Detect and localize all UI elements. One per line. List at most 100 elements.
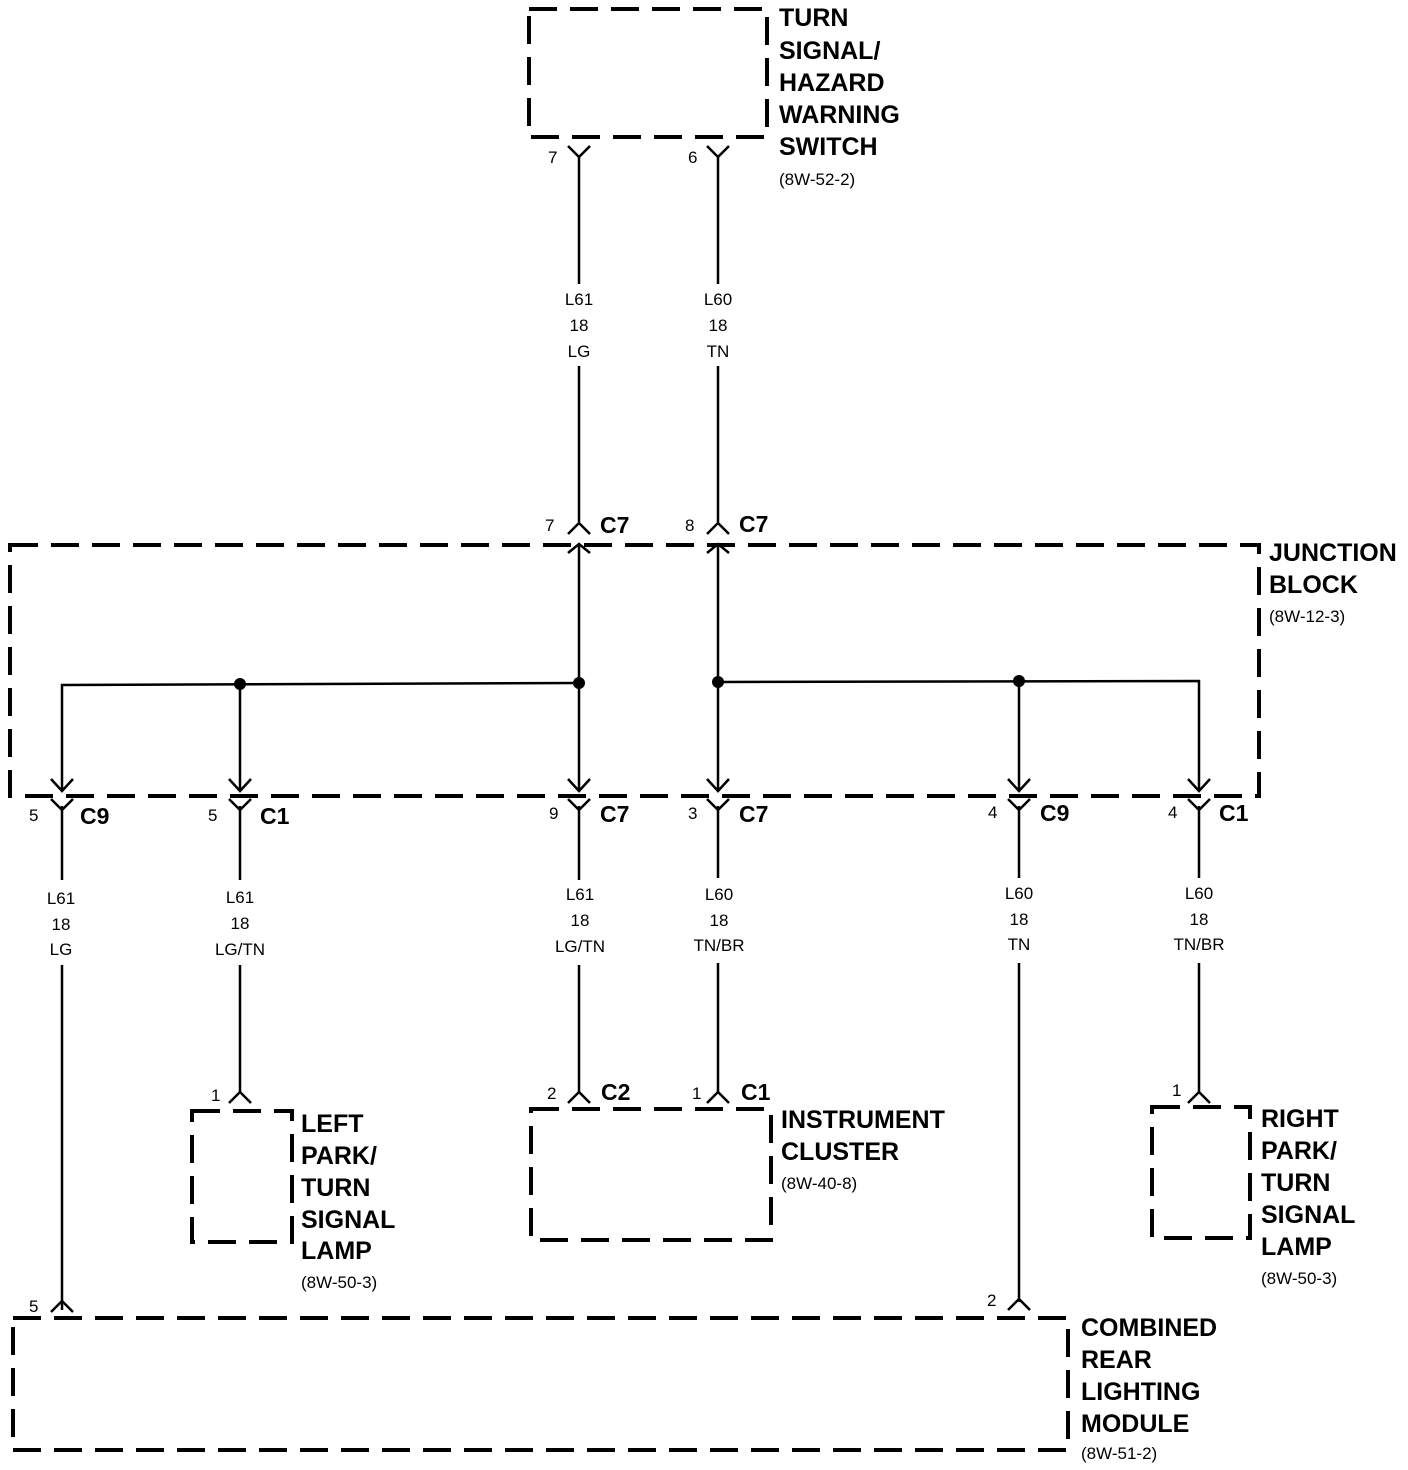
wire-color: TN/BR xyxy=(694,936,745,955)
splice-dot xyxy=(573,677,585,689)
title-line: SIGNAL xyxy=(1261,1201,1355,1229)
pin-number: 8 xyxy=(685,516,694,535)
right-lamp-title: RIGHT PARK/ TURN SIGNAL LAMP (8W-50-3) xyxy=(1261,1105,1355,1288)
wire-circuit: L60 xyxy=(705,885,733,904)
title-line: JUNCTION xyxy=(1269,539,1397,567)
component-ref: (8W-40-8) xyxy=(781,1174,857,1193)
connector-name: C7 xyxy=(739,511,768,537)
pin-number: 1 xyxy=(692,1084,701,1103)
connector-name: C9 xyxy=(80,803,109,829)
connector-name: C7 xyxy=(600,801,629,827)
connector-symbol xyxy=(706,145,730,159)
splice-dot xyxy=(712,676,724,688)
wires xyxy=(60,156,1201,1310)
title-line: SIGNAL/ xyxy=(779,37,880,65)
pin-number: 5 xyxy=(29,1297,38,1316)
wire-gauge: 18 xyxy=(571,911,590,930)
pin-number: 4 xyxy=(988,803,997,822)
pin-number: 7 xyxy=(545,516,554,535)
wire-circuit: L60 xyxy=(704,290,732,309)
connector-symbol xyxy=(567,542,591,554)
title-line: TURN xyxy=(301,1174,370,1202)
connector-labels: 7 6 7 C7 8 C7 5 C9 5 C1 9 C7 3 C7 4 C9 4… xyxy=(29,148,1249,1316)
pin-number: 4 xyxy=(1168,803,1177,822)
title-line: HAZARD xyxy=(779,69,885,97)
title-line: SIGNAL xyxy=(301,1206,395,1234)
wire-color: LG xyxy=(50,940,73,959)
pin-number: 3 xyxy=(688,804,697,823)
wire-circuit: L60 xyxy=(1185,884,1213,903)
wire-label-out3: L61 18 LG/TN xyxy=(555,885,605,956)
wire-label-out4: L60 18 TN/BR xyxy=(694,885,745,955)
wire-label-sw-l61: L61 18 LG xyxy=(565,290,593,361)
wire-label-out5: L60 18 TN xyxy=(1005,884,1033,954)
connector-symbol xyxy=(706,542,730,554)
wire-color: LG/TN xyxy=(215,940,265,959)
connector-name: C7 xyxy=(600,512,629,538)
title-line: CLUSTER xyxy=(781,1138,899,1166)
wire-gauge: 18 xyxy=(1190,910,1209,929)
wire-label-out6: L60 18 TN/BR xyxy=(1174,884,1225,954)
wire-gauge: 18 xyxy=(1010,910,1029,929)
title-line: MODULE xyxy=(1081,1410,1189,1438)
wire-color: LG xyxy=(568,342,591,361)
pin-number: 2 xyxy=(547,1084,556,1103)
wire-circuit: L61 xyxy=(47,889,75,908)
rear-lighting-module-box xyxy=(11,1316,1070,1452)
wire-gauge: 18 xyxy=(710,911,729,930)
wire-color: TN/BR xyxy=(1174,935,1225,954)
pin-number: 6 xyxy=(688,148,697,167)
pin-number: 5 xyxy=(29,806,38,825)
splices xyxy=(234,675,1025,690)
wire-circuit: L61 xyxy=(226,888,254,907)
junction-block-box xyxy=(8,543,1261,798)
pin-number: 9 xyxy=(549,804,558,823)
wire-color: TN xyxy=(1008,935,1031,954)
pin-number: 7 xyxy=(548,148,557,167)
pin-number: 1 xyxy=(1172,1081,1181,1100)
title-line: TURN xyxy=(1261,1169,1330,1197)
title-line: TURN xyxy=(779,4,848,32)
connector-symbols xyxy=(50,145,1211,1313)
connector-name: C2 xyxy=(601,1079,630,1105)
wire-gauge: 18 xyxy=(52,915,71,934)
pin-number: 2 xyxy=(987,1291,996,1310)
left-lamp-title: LEFT PARK/ TURN SIGNAL LAMP (8W-50-3) xyxy=(301,1110,395,1292)
left-lamp-box xyxy=(190,1109,294,1244)
title-line: RIGHT xyxy=(1261,1105,1339,1133)
cluster-title: INSTRUMENT CLUSTER (8W-40-8) xyxy=(781,1106,945,1193)
wire-gauge: 18 xyxy=(709,316,728,335)
component-ref: (8W-12-3) xyxy=(1269,607,1345,626)
title-line: INSTRUMENT xyxy=(781,1106,945,1134)
component-ref: (8W-52-2) xyxy=(779,170,855,189)
title-line: LAMP xyxy=(301,1237,372,1265)
connector-symbol xyxy=(567,145,591,159)
connector-name: C9 xyxy=(1040,800,1069,826)
title-line: REAR xyxy=(1081,1346,1152,1374)
wire-circuit: L61 xyxy=(566,885,594,904)
wire-gauge: 18 xyxy=(231,914,250,933)
title-line: PARK/ xyxy=(1261,1137,1337,1165)
switch-title: TURN SIGNAL/ HAZARD WARNING SWITCH (8W-5… xyxy=(779,4,900,189)
wire-label-out2: L61 18 LG/TN xyxy=(215,888,265,959)
junction-title: JUNCTION BLOCK (8W-12-3) xyxy=(1269,539,1397,626)
title-line: BLOCK xyxy=(1269,571,1358,599)
title-line: PARK/ xyxy=(301,1142,377,1170)
component-ref: (8W-51-2) xyxy=(1081,1444,1157,1463)
wire-circuit: L60 xyxy=(1005,884,1033,903)
wire-circuit: L61 xyxy=(565,290,593,309)
title-line: LEFT xyxy=(301,1110,364,1138)
splice-dot xyxy=(234,678,246,690)
title-line: SWITCH xyxy=(779,133,878,161)
title-line: LIGHTING xyxy=(1081,1378,1200,1406)
connector-symbol xyxy=(706,521,730,535)
title-line: COMBINED xyxy=(1081,1314,1217,1342)
component-ref: (8W-50-3) xyxy=(301,1273,377,1292)
turn-signal-switch-box xyxy=(527,7,769,139)
component-ref: (8W-50-3) xyxy=(1261,1269,1337,1288)
wire-gauge: 18 xyxy=(570,316,589,335)
splice-dot xyxy=(1013,675,1025,687)
connector-name: C7 xyxy=(739,801,768,827)
title-line: LAMP xyxy=(1261,1233,1332,1261)
